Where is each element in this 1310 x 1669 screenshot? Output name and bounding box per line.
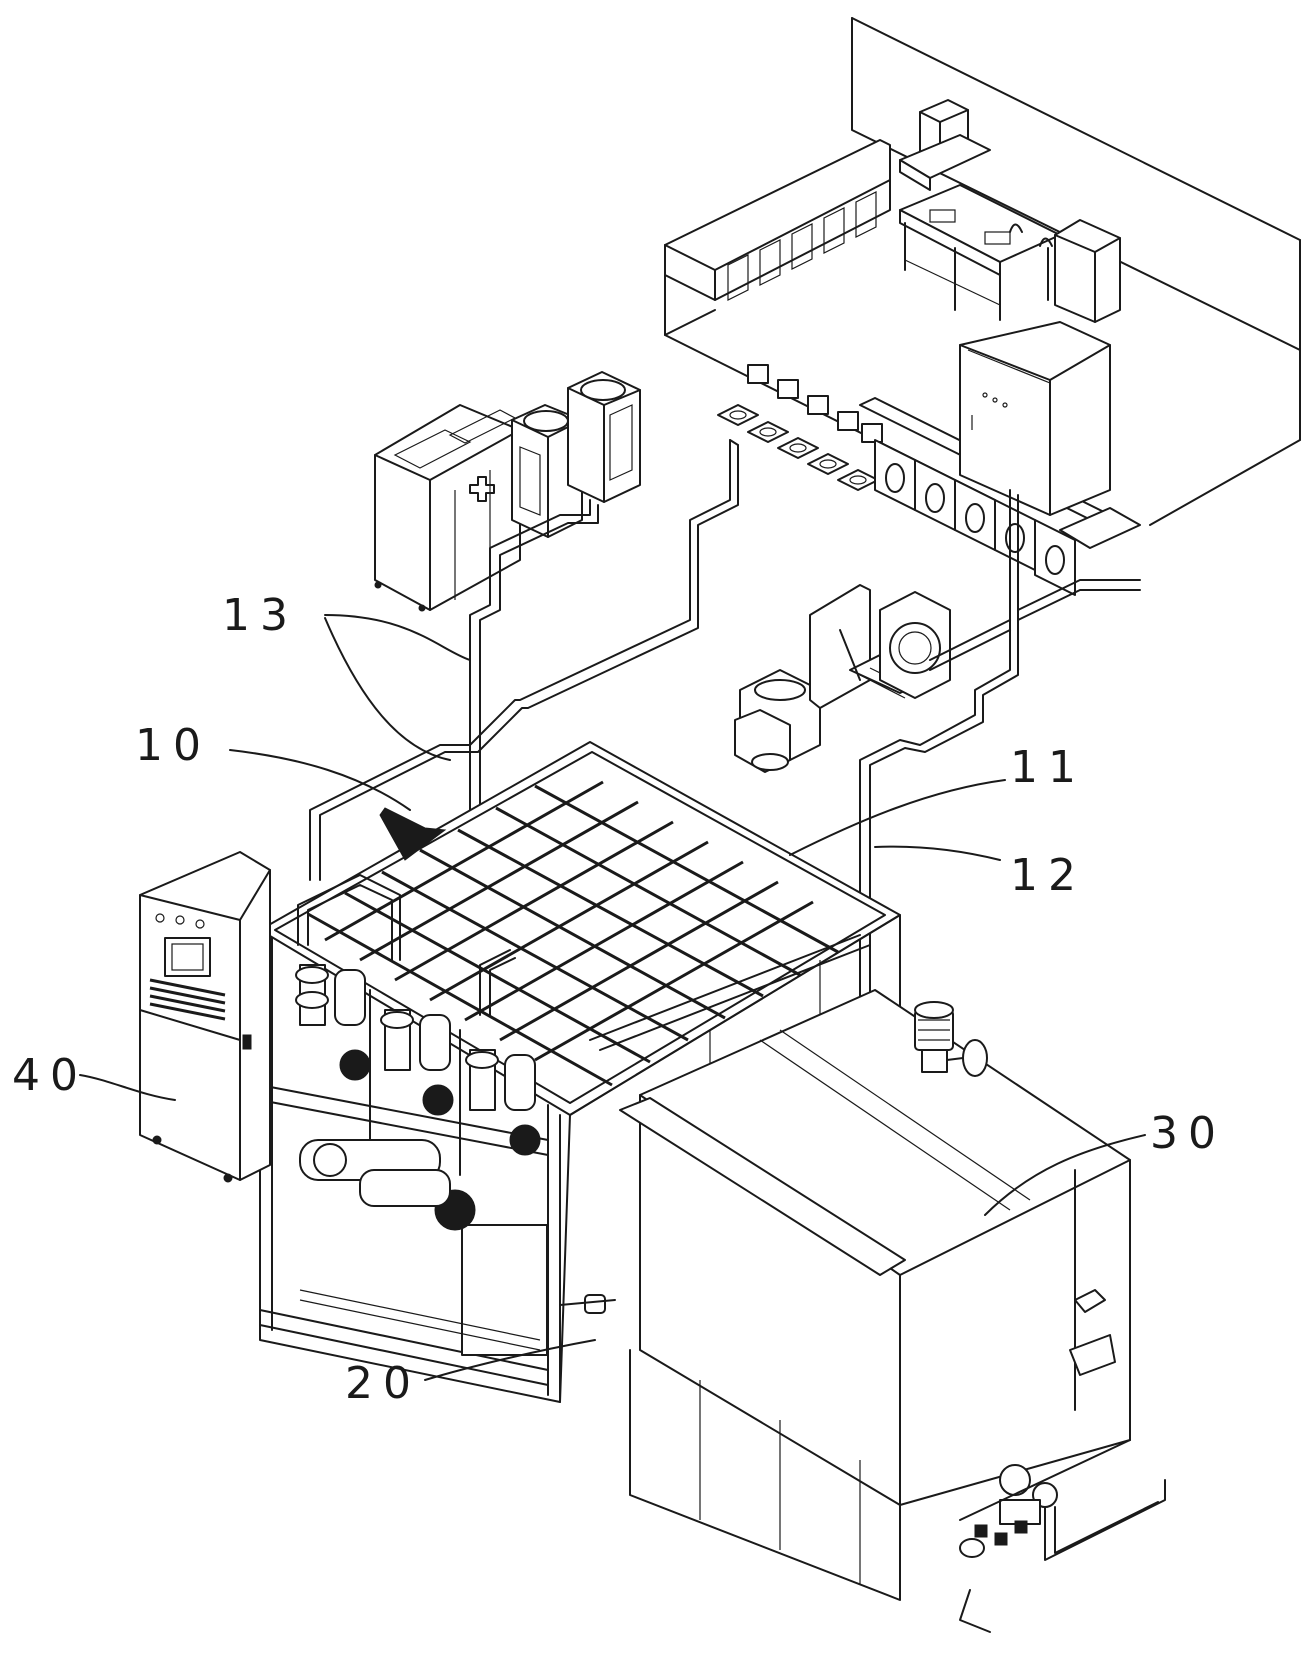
squat-toilet-row xyxy=(717,404,879,491)
flush-tank-row xyxy=(747,364,883,443)
leader-11 xyxy=(789,779,1006,856)
outlet-valve-20 xyxy=(559,1294,616,1314)
leader-30 xyxy=(984,1134,1146,1216)
leader-40 xyxy=(79,1074,176,1101)
leader-20 xyxy=(424,1339,596,1381)
control-cabinet-upper xyxy=(959,321,1111,516)
washbasin-2 xyxy=(567,371,641,503)
kitchen-cabinets xyxy=(664,139,891,301)
bottom-fittings xyxy=(959,1439,1166,1633)
leader-13 xyxy=(324,614,471,661)
pipeline-13 xyxy=(309,439,739,881)
leader-13b xyxy=(324,617,451,761)
label-13: 13 xyxy=(222,590,298,641)
label-20: 20 xyxy=(345,1358,421,1409)
riser-pipes xyxy=(297,874,516,1016)
electrical-control-cabinet xyxy=(139,851,271,1183)
washbasin-1 xyxy=(511,404,583,538)
kitchen-sink-counter xyxy=(899,184,1061,321)
label-11: 11 xyxy=(1010,742,1086,793)
leader-lines xyxy=(79,614,1146,1381)
medical-cabinet xyxy=(374,404,521,612)
pump-assembly xyxy=(295,964,541,1351)
pipeline-12 xyxy=(859,489,1141,1021)
urinal-row xyxy=(874,439,1076,596)
label-40: 40 xyxy=(12,1050,88,1101)
label-10: 10 xyxy=(135,720,211,771)
bathroom-unit xyxy=(734,584,951,773)
leader-12 xyxy=(874,845,1001,861)
top-pump-motor xyxy=(914,1001,988,1077)
kitchen-refrigerator xyxy=(1054,219,1121,323)
label-12: 12 xyxy=(1010,850,1086,901)
kitchen-range-hood xyxy=(899,99,991,191)
label-30: 30 xyxy=(1150,1108,1226,1159)
pointer-arrow xyxy=(229,749,447,861)
tank-grid-cover-11 xyxy=(307,780,839,1087)
treatment-tank-30 xyxy=(589,934,1131,1601)
